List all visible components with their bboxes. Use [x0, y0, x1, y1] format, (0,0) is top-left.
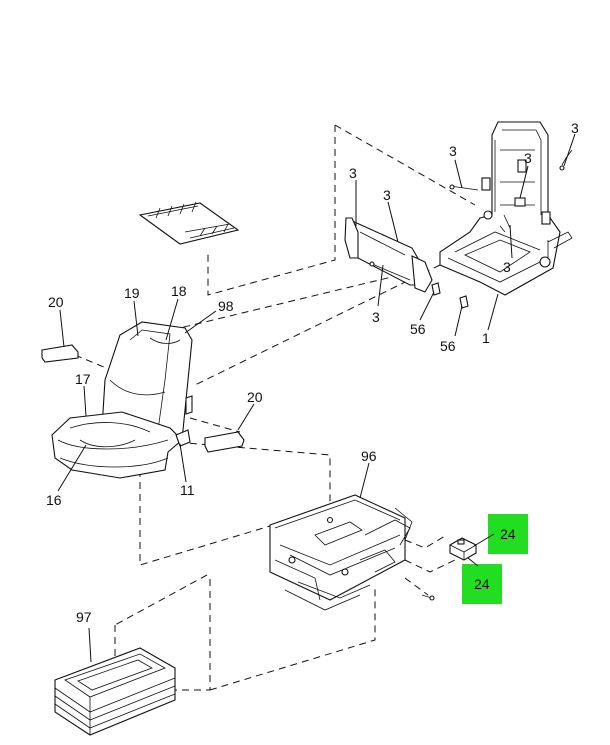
callout-18: 18 — [171, 283, 187, 299]
callout-19: 19 — [124, 285, 140, 301]
callout-3: 3 — [383, 187, 391, 203]
callout-3: 3 — [524, 150, 532, 166]
callout-98: 98 — [218, 298, 234, 314]
callout-56: 56 — [410, 321, 426, 337]
callout-97: 97 — [76, 609, 92, 625]
callout-24: 24 — [474, 576, 490, 592]
callout-3: 3 — [372, 309, 380, 325]
callout-24: 24 — [500, 526, 516, 542]
seat-back-cover — [344, 217, 433, 293]
highlight-boxes — [462, 514, 528, 604]
seat-assembly — [51, 321, 193, 479]
callout-11: 11 — [180, 482, 195, 498]
armrests — [41, 344, 245, 453]
callout-16: 16 — [46, 492, 62, 508]
callout-labels: 3 3 3 3 3 3 3 56 56 1 20 19 18 98 17 20 … — [46, 120, 579, 625]
callout-20: 20 — [247, 389, 263, 405]
callout-20: 20 — [48, 294, 64, 310]
suspension-base — [269, 494, 435, 611]
callout-1: 1 — [482, 330, 490, 346]
callout-3: 3 — [349, 165, 357, 181]
callout-17: 17 — [75, 371, 91, 387]
highlight-box-24a[interactable] — [488, 514, 528, 554]
callout-3: 3 — [571, 120, 579, 136]
seat-frame — [439, 121, 573, 296]
highlight-box-24b[interactable] — [462, 564, 502, 604]
mounting-plate — [138, 201, 240, 245]
leader-lines — [57, 133, 576, 663]
callout-3: 3 — [449, 143, 457, 159]
seat-cushion — [54, 647, 176, 736]
callout-56: 56 — [440, 338, 456, 354]
switch-component — [449, 537, 477, 561]
callout-3: 3 — [503, 259, 511, 275]
fasteners — [431, 282, 469, 309]
callout-96: 96 — [361, 448, 377, 464]
